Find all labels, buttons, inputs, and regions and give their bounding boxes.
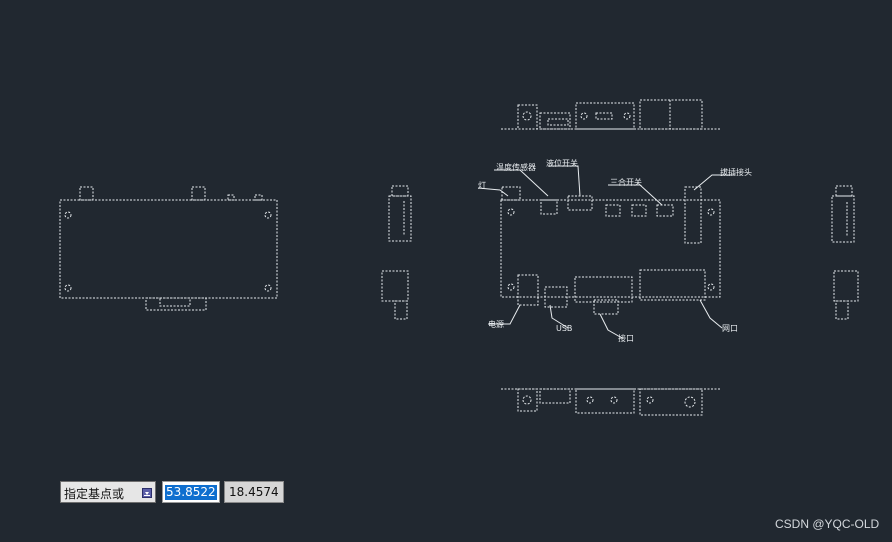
- label-lamp: 灯: [478, 180, 486, 190]
- right-main-plan: [500, 186, 721, 315]
- x-coordinate-input[interactable]: 53.8522: [162, 481, 220, 503]
- right-bottom-strip: [501, 388, 720, 416]
- label-connector: 拔插接头: [720, 167, 752, 177]
- y-coordinate-value: 18.4574: [229, 485, 279, 499]
- part-side-view: [381, 185, 412, 320]
- right-side-view: [831, 185, 859, 320]
- label-temperature: 温度传感器: [496, 162, 536, 172]
- options-dropdown-icon[interactable]: [142, 488, 152, 498]
- right-top-strip: [501, 99, 720, 130]
- watermark: CSDN @YQC-OLD: [775, 517, 880, 531]
- label-switch: 三合开关: [610, 177, 642, 187]
- label-network: 网口: [722, 324, 738, 333]
- x-coordinate-value: 53.8522: [165, 485, 217, 500]
- y-coordinate-input[interactable]: 18.4574: [224, 481, 284, 503]
- label-port: 接口: [618, 333, 634, 343]
- command-prompt-box[interactable]: 指定基点或: [60, 481, 156, 503]
- part-top-view: [59, 186, 278, 311]
- command-prompt-text: 指定基点或: [64, 487, 125, 501]
- label-level-switch: 液位开关: [546, 158, 578, 168]
- label-usb: USB: [556, 324, 572, 333]
- leader-lines: [477, 165, 735, 339]
- label-power: 电源: [488, 319, 504, 329]
- callout-labels: 温度传感器 液位开关 灯 三合开关 拔插接头 电源 USB 接口 网口: [478, 158, 752, 343]
